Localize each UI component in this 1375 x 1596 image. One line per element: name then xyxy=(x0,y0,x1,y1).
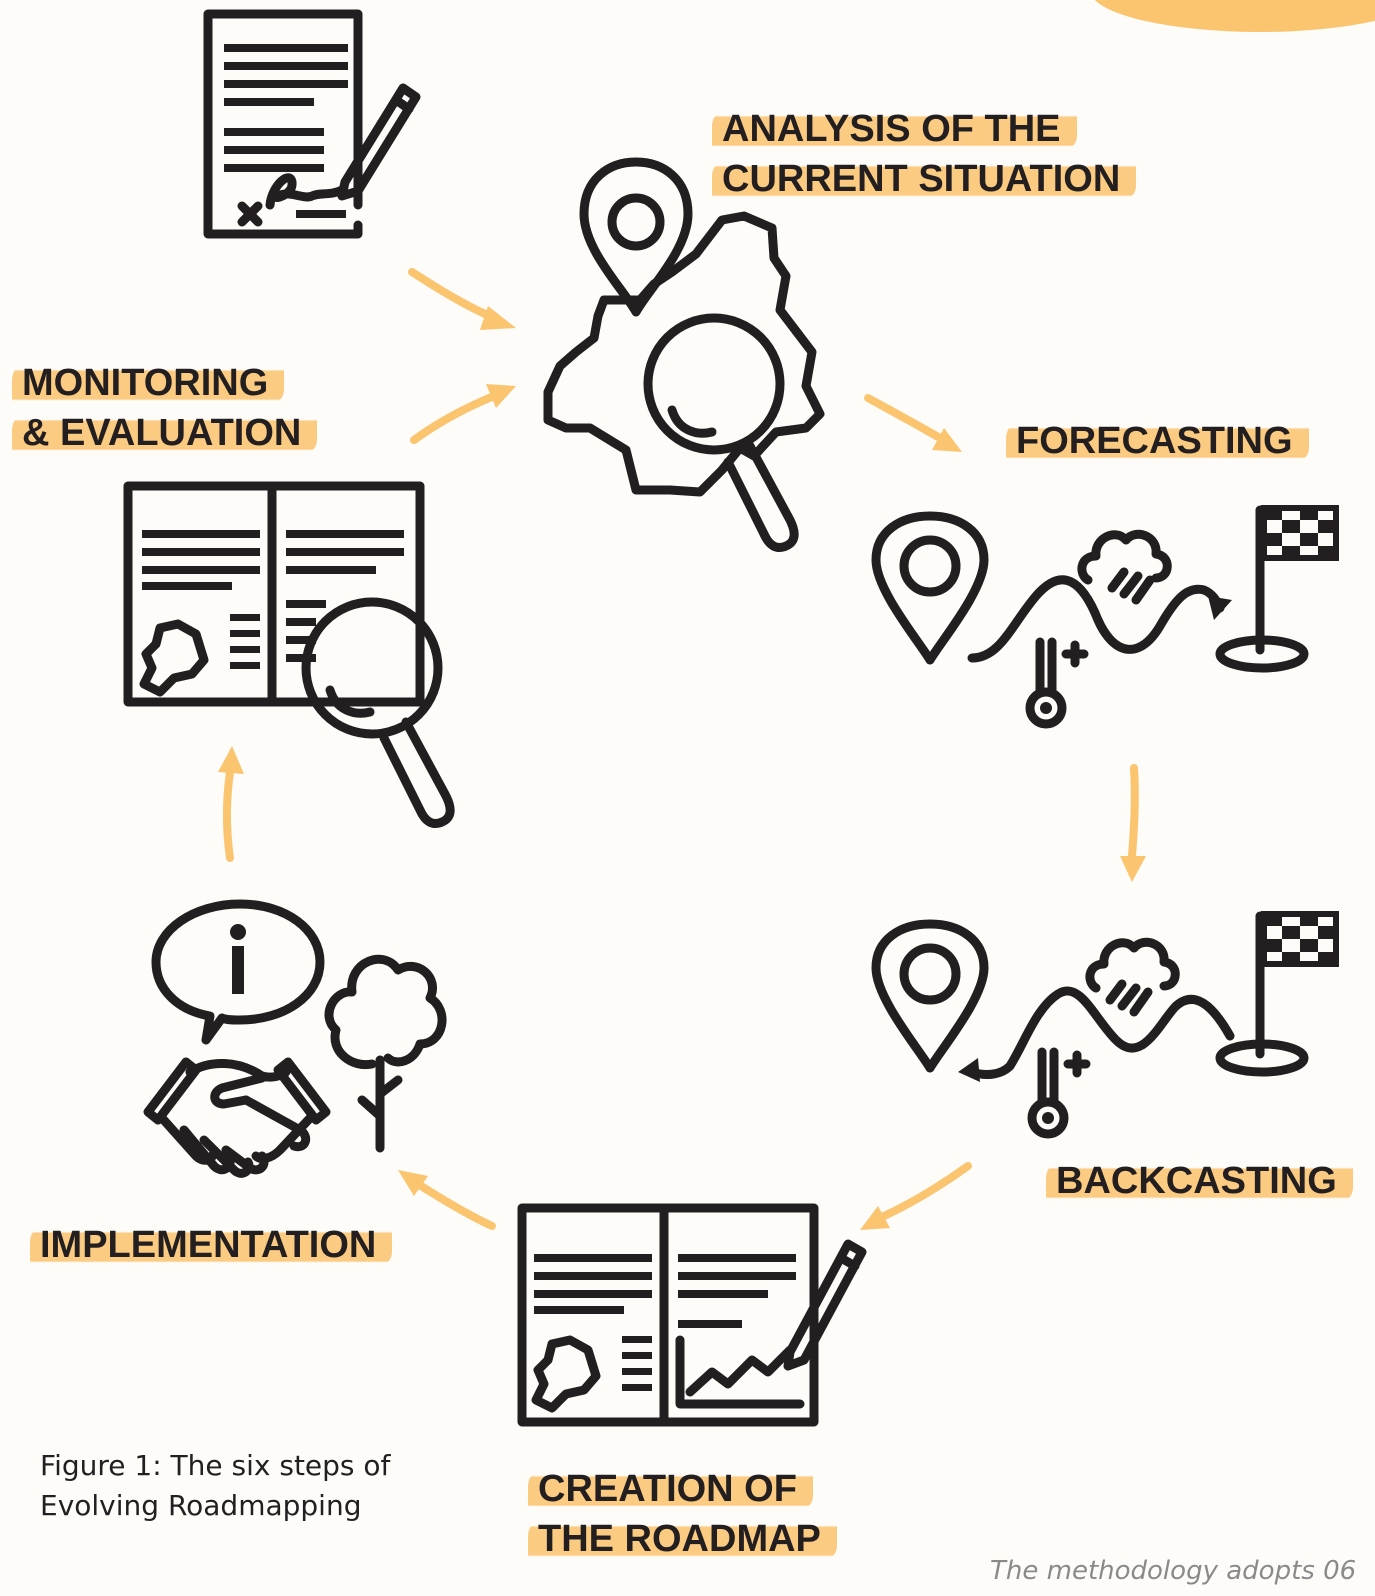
figure-caption: Figure 1: The six steps of Evolving Road… xyxy=(40,1446,390,1526)
analysis-line-2: CURRENT SITUATION xyxy=(712,158,1137,200)
forecasting-icon xyxy=(871,505,1339,729)
monitoring-line-2: & EVALUATION xyxy=(12,412,318,454)
backcasting-icon xyxy=(871,911,1339,1139)
caption-line-1: Figure 1: The six steps of xyxy=(40,1449,391,1482)
creation-line-2: THE ROADMAP xyxy=(528,1518,837,1560)
creation-line-1: CREATION OF xyxy=(528,1468,813,1510)
page-footer: The methodology adopts 06 xyxy=(990,1556,1357,1586)
monitoring-line-1: MONITORING xyxy=(12,362,285,404)
step-label-analysis: ANALYSIS OF THE CURRENT SITUATION xyxy=(712,104,1137,204)
monitoring-book-icon xyxy=(123,481,455,828)
analysis-line-1: ANALYSIS OF THE xyxy=(712,108,1077,150)
caption-line-2: Evolving Roadmapping xyxy=(40,1489,362,1522)
implementation-icon xyxy=(143,899,447,1178)
step-label-monitoring: MONITORING & EVALUATION xyxy=(12,358,318,458)
step-label-backcasting: BACKCASTING xyxy=(1046,1156,1353,1206)
step-label-creation: CREATION OF THE ROADMAP xyxy=(528,1464,837,1564)
cycle-arrows xyxy=(218,268,1146,1230)
step-label-forecasting: FORECASTING xyxy=(1006,416,1309,466)
roadmap-book-icon xyxy=(517,1203,867,1427)
corner-blob xyxy=(1094,0,1375,32)
map-magnifier-icon xyxy=(543,157,825,552)
step-label-implementation: IMPLEMENTATION xyxy=(30,1220,393,1270)
signed-document-icon xyxy=(203,9,421,239)
backcasting-line-1: BACKCASTING xyxy=(1046,1160,1353,1202)
forecasting-line-1: FORECASTING xyxy=(1006,420,1309,462)
implementation-line-1: IMPLEMENTATION xyxy=(30,1224,393,1266)
